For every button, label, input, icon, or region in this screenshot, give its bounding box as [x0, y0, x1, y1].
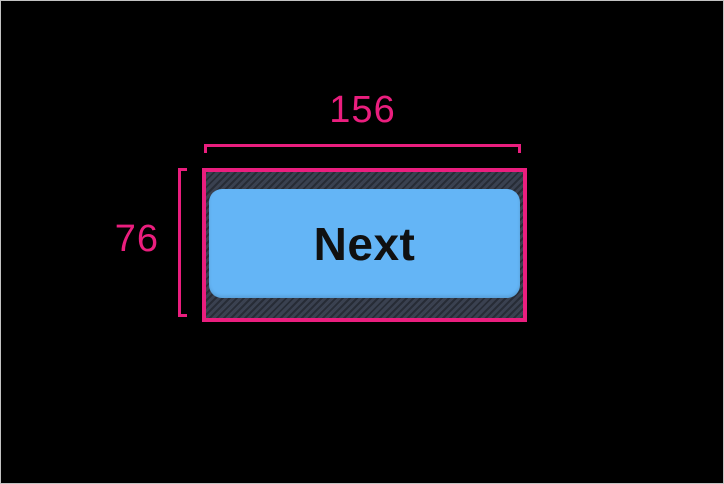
- next-button[interactable]: Next: [209, 189, 520, 298]
- width-measure-label: 156: [329, 89, 396, 131]
- width-measure-bracket: [204, 144, 521, 153]
- widget-bounds-overlay: Next: [202, 168, 527, 322]
- height-measure-bracket: [178, 168, 187, 317]
- height-measure-label: 76: [114, 218, 159, 260]
